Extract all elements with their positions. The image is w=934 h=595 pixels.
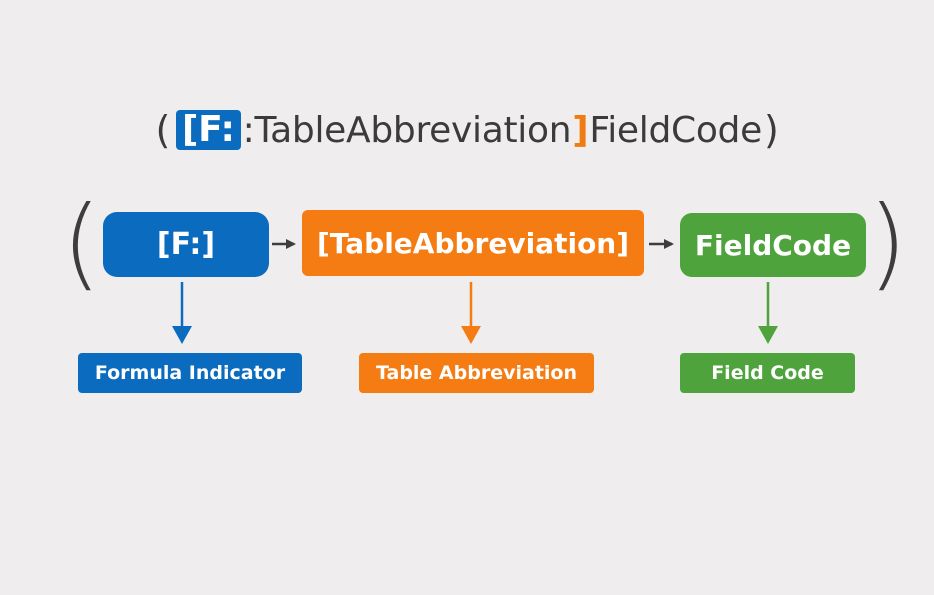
formula-indicator-label: Formula Indicator	[78, 353, 302, 393]
table-abbreviation-label: Table Abbreviation	[359, 353, 594, 393]
formula-indicator-box: [F:]	[103, 212, 269, 277]
diagram-open-paren: (	[62, 184, 102, 301]
formula-title: ( [F: :TableAbbreviation ] FieldCode )	[0, 100, 934, 160]
title-field-part: FieldCode	[589, 109, 762, 151]
arrowhead-formula	[172, 326, 192, 344]
field-code-box: FieldCode	[680, 213, 866, 277]
title-close-paren: )	[763, 108, 779, 152]
diagram-close-paren: )	[868, 184, 908, 301]
title-table-part: :TableAbbreviation	[242, 109, 572, 151]
title-open-paren: (	[155, 108, 171, 152]
title-indicator-badge: [F:	[176, 110, 241, 150]
arrowhead-field	[758, 326, 778, 344]
table-abbreviation-box: [TableAbbreviation]	[302, 210, 644, 276]
arrowhead-table	[461, 326, 481, 344]
title-close-bracket: ]	[572, 109, 589, 151]
field-code-label: Field Code	[680, 353, 855, 393]
